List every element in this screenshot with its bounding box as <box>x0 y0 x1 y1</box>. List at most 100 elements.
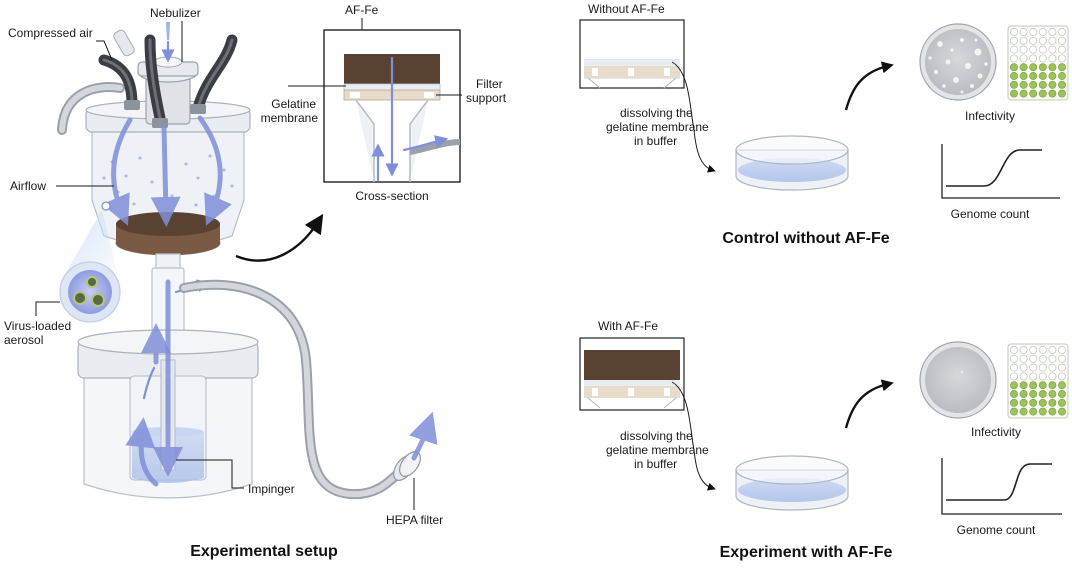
well-positive <box>1048 63 1057 72</box>
well-positive <box>1010 72 1018 80</box>
well-positive <box>1058 63 1066 72</box>
plaques <box>928 38 988 94</box>
well-negative <box>1058 54 1066 63</box>
exhaust-hose <box>179 279 407 500</box>
well-positive <box>1029 381 1038 390</box>
control-genome-label: Genome count <box>951 207 1030 221</box>
label-hepa-filter: HEPA filter <box>386 513 443 527</box>
experiment-panel: With AF-Fe dissolving the gelatine membr… <box>579 319 1069 561</box>
well-positive <box>1048 381 1057 390</box>
well-negative <box>1029 28 1038 36</box>
well-positive <box>1019 89 1028 98</box>
control-petri-dish <box>735 135 849 191</box>
well-positive <box>1019 407 1028 416</box>
plaque <box>961 371 963 373</box>
title-experimental-setup: Experimental setup <box>190 543 338 560</box>
label-virus-aerosol-2: aerosol <box>4 333 43 347</box>
exp-genome-chart <box>941 458 1062 515</box>
well-positive <box>1019 398 1028 407</box>
exp-dissolve-3: in buffer <box>634 457 677 471</box>
well-positive <box>1019 390 1028 398</box>
well-negative <box>1029 354 1038 363</box>
well-positive <box>1038 398 1047 407</box>
cs-label-af-fe: AF-Fe <box>345 3 379 17</box>
well-negative <box>1048 45 1057 54</box>
well-negative <box>1029 36 1038 45</box>
control-genome-curve <box>946 149 1042 187</box>
well-negative <box>1029 45 1038 54</box>
well-negative <box>1029 372 1038 381</box>
well-negative <box>1010 54 1018 63</box>
well-positive <box>1038 63 1047 72</box>
well-positive <box>1029 407 1038 416</box>
well-negative <box>1019 354 1028 363</box>
well-positive <box>1029 63 1038 72</box>
well-negative <box>1058 372 1066 381</box>
particle-marker <box>101 201 111 211</box>
well-positive <box>1029 390 1038 398</box>
well-negative <box>1048 372 1057 381</box>
well-positive <box>1029 89 1038 98</box>
well-negative <box>1048 346 1057 354</box>
title-control: Control without AF-Fe <box>722 230 889 247</box>
well-positive <box>1058 89 1066 98</box>
exp-petri-dish <box>735 455 849 511</box>
well-negative <box>1038 28 1047 36</box>
well-positive <box>1058 390 1066 398</box>
airflow-arrows <box>102 115 232 227</box>
well-negative <box>1010 28 1018 36</box>
af-fe-filter <box>116 212 220 236</box>
well-positive <box>1038 381 1047 390</box>
well-positive <box>1019 72 1028 80</box>
exp-inset-label: With AF-Fe <box>598 319 658 333</box>
well-positive <box>1058 398 1066 407</box>
well-positive <box>1010 80 1018 89</box>
well-positive <box>1048 390 1057 398</box>
well-positive <box>1038 89 1047 98</box>
well-negative <box>1058 28 1066 36</box>
well-negative <box>1048 363 1057 372</box>
well-negative <box>1019 346 1028 354</box>
well-negative <box>1029 346 1038 354</box>
well-negative <box>1010 363 1018 372</box>
virus-aerosol-inset <box>59 261 121 323</box>
title-experiment: Experiment with AF-Fe <box>720 544 893 561</box>
well-positive <box>1029 80 1038 89</box>
exp-infectivity-label: Infectivity <box>971 425 1021 439</box>
cross-section-inset: AF-Fe Gelatine membrane Filter support C… <box>261 3 507 203</box>
label-virus-aerosol-1: Virus-loaded <box>4 319 71 333</box>
droplet-icon <box>166 22 170 40</box>
label-impinger: Impinger <box>248 482 295 496</box>
control-panel: Without AF-Fe dissolving the gelatine me… <box>579 2 1069 247</box>
exp-plaque-plate <box>919 341 997 419</box>
well-negative <box>1010 372 1018 381</box>
well-positive <box>1058 80 1066 89</box>
well-positive <box>1029 398 1038 407</box>
well-negative <box>1019 363 1028 372</box>
well-negative <box>1010 354 1018 363</box>
compressed-air-hoses <box>98 34 238 128</box>
exp-dissolve-1: dissolving the <box>620 429 693 443</box>
well-positive <box>1038 80 1047 89</box>
well-negative <box>1010 45 1018 54</box>
well-positive <box>1010 407 1018 416</box>
well-negative <box>1038 36 1047 45</box>
well-negative <box>1038 354 1047 363</box>
cs-label-gelatine-1: Gelatine <box>271 97 316 111</box>
well-positive <box>1010 89 1018 98</box>
well-positive <box>1048 72 1057 80</box>
well-negative <box>1048 54 1057 63</box>
well-positive <box>1038 390 1047 398</box>
exp-dissolve-2: gelatine membrane <box>606 443 709 457</box>
well-positive <box>1048 80 1057 89</box>
well-positive <box>1058 72 1066 80</box>
well-positive <box>1019 381 1028 390</box>
control-genome-chart <box>941 144 1060 199</box>
control-infectivity-label: Infectivity <box>965 109 1015 123</box>
exp-well-plate <box>1007 343 1069 419</box>
control-dissolve-3: in buffer <box>634 134 677 148</box>
control-dissolve-2: gelatine membrane <box>606 120 709 134</box>
exp-genome-label: Genome count <box>957 523 1036 537</box>
exp-genome-curve <box>946 463 1052 501</box>
